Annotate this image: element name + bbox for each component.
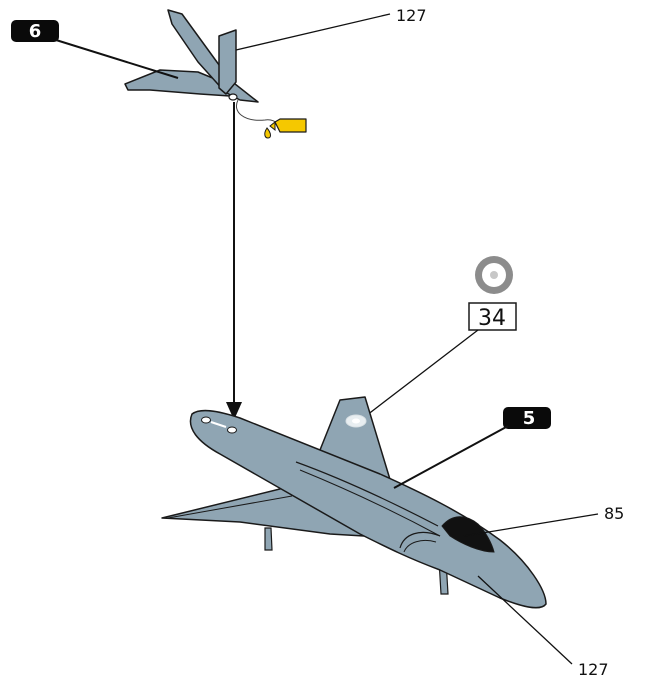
leader-canopy bbox=[463, 513, 599, 537]
tail-part-number: 127 bbox=[396, 6, 427, 25]
canopy bbox=[441, 516, 495, 553]
step-badge-5: 5 bbox=[503, 407, 551, 429]
rear-landing-strut bbox=[264, 527, 273, 551]
leader-step-5 bbox=[393, 425, 509, 489]
fuselage bbox=[189, 409, 547, 609]
step-number: 5 bbox=[523, 408, 536, 429]
roundel-decal-icon bbox=[475, 256, 513, 294]
aircraft-body bbox=[161, 396, 547, 609]
leader-fuselage bbox=[477, 575, 573, 665]
glue-bottle-icon bbox=[236, 99, 307, 139]
rear-mount-hole bbox=[201, 416, 211, 424]
down-arrow-icon bbox=[226, 102, 242, 420]
tail-fin bbox=[167, 9, 259, 103]
front-mount-hole bbox=[227, 426, 237, 434]
canopy-part-number: 85 bbox=[604, 504, 624, 523]
leader-tail-part bbox=[235, 13, 391, 51]
step-number: 6 bbox=[29, 21, 42, 42]
leader-decal bbox=[357, 329, 479, 423]
decal-number: 34 bbox=[478, 306, 506, 331]
step-badge-6: 6 bbox=[11, 20, 59, 42]
tail-assembly-part bbox=[124, 9, 259, 103]
tail-mount-peg bbox=[228, 93, 238, 101]
vertical-fin bbox=[218, 29, 237, 95]
decal-number-box: 34 bbox=[468, 302, 517, 331]
fuselage-part-number: 127 bbox=[578, 660, 609, 679]
leader-step-6 bbox=[55, 39, 179, 79]
